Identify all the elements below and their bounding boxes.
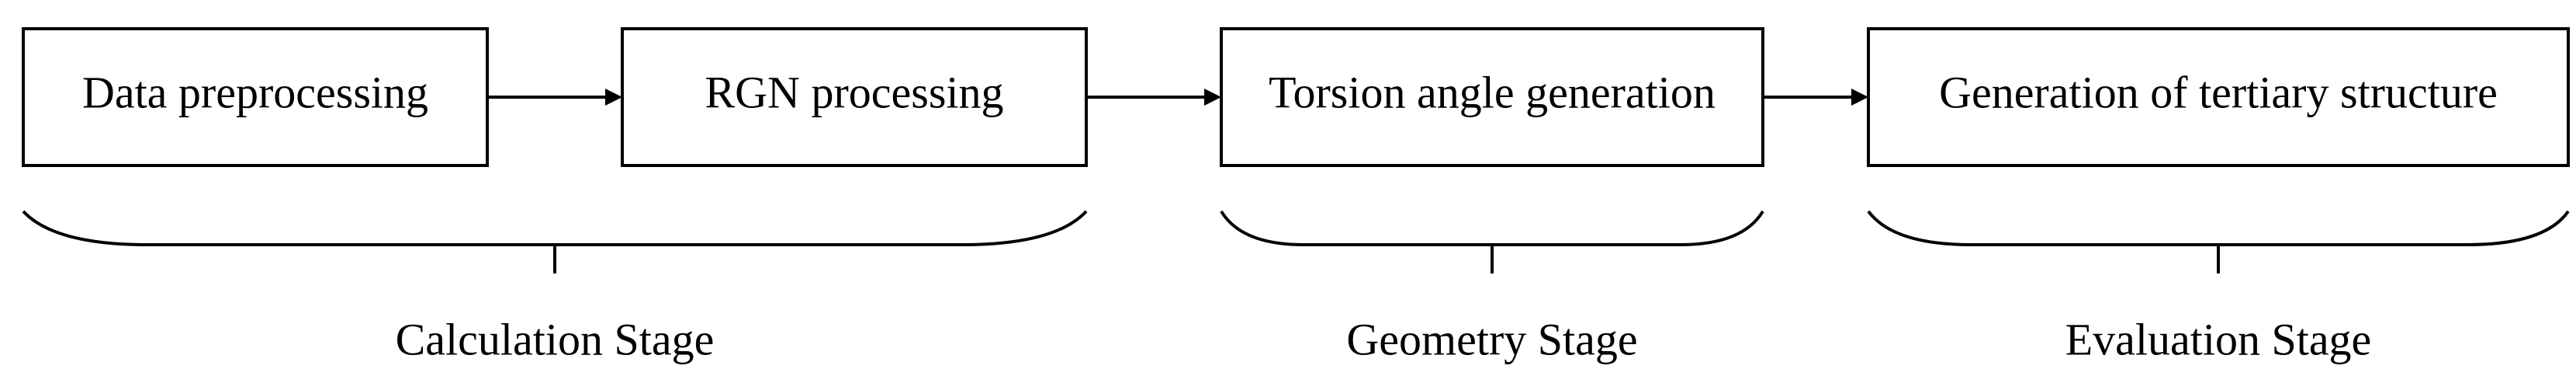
arrow-1 — [487, 89, 622, 106]
box-label: Generation of tertiary structure — [1939, 67, 2498, 117]
box-label: RGN processing — [705, 67, 1003, 117]
arrow-3 — [1763, 89, 1868, 106]
brace-calculation-stage — [22, 210, 1088, 273]
box-rgn-processing: RGN processing — [621, 27, 1088, 167]
box-label: Torsion angle generation — [1269, 67, 1716, 117]
arrow-2 — [1086, 89, 1221, 106]
stage-label-geometry: Geometry Stage — [1346, 314, 1637, 364]
box-data-preprocessing: Data preprocessing — [22, 27, 489, 167]
stage-label-calculation: Calculation Stage — [396, 314, 715, 364]
box-torsion-angle-generation: Torsion angle generation — [1220, 27, 1764, 167]
box-label: Data preprocessing — [82, 67, 428, 117]
brace-evaluation-stage — [1867, 210, 2570, 273]
stage-label-evaluation: Evaluation Stage — [2065, 314, 2372, 364]
brace-geometry-stage — [1220, 210, 1764, 273]
box-generation-of-tertiary-structure: Generation of tertiary structure — [1867, 27, 2570, 167]
